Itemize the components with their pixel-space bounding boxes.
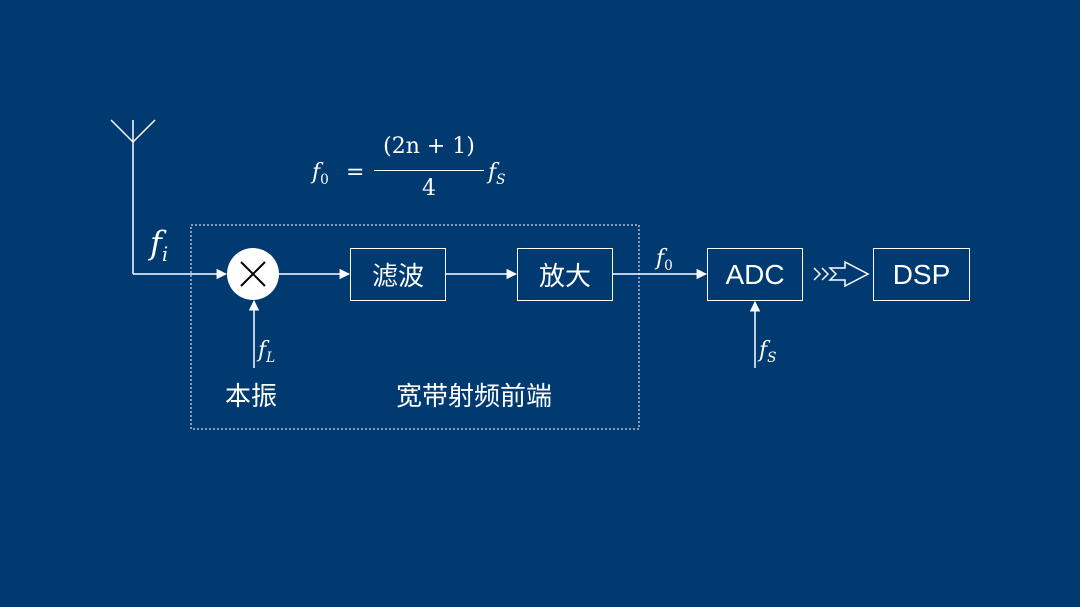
formula-rhs: f [488,160,497,185]
clock-signal-symbol: f [759,338,768,363]
adc-label: ADC [725,258,785,290]
local-oscillator-label: 本振 [225,382,278,412]
output-signal-subscript: 0 [664,257,673,274]
formula-lhs-subscript: 0 [320,171,329,188]
rf-frontend-label: 宽带射频前端 [396,382,553,412]
mixer-icon [227,248,279,300]
data-flow-arrow-icon [813,260,870,288]
filter-label: 滤波 [371,262,424,292]
input-signal-label: fi [150,224,168,266]
lo-signal-label: fL [258,338,275,366]
input-signal-symbol: f [150,224,162,262]
formula-fraction-bar [374,170,484,171]
dsp-block: DSP [873,248,970,301]
output-signal-label: f0 [656,246,673,274]
formula-lhs: f [312,160,321,185]
frequency-formula: f0 = (2n + 1) 4 fS [312,132,532,212]
input-signal-subscript: i [161,242,169,266]
filter-block: 滤波 [350,248,446,301]
formula-equals: = [346,160,365,185]
clock-signal-subscript: S [767,349,777,366]
antenna-icon [110,119,156,274]
lo-signal-subscript: L [266,349,276,366]
adc-block: ADC [707,248,803,301]
formula-denominator: 4 [422,176,436,201]
lo-signal-symbol: f [258,338,267,363]
clock-signal-label: fS [759,338,777,366]
amplifier-label: 放大 [538,262,591,292]
dsp-label: DSP [892,258,951,290]
amplifier-block: 放大 [517,248,613,301]
formula-rhs-subscript: S [496,171,506,188]
rf-frontend-boundary [190,224,640,430]
output-signal-symbol: f [656,246,665,271]
formula-numerator: (2n + 1) [383,134,475,159]
